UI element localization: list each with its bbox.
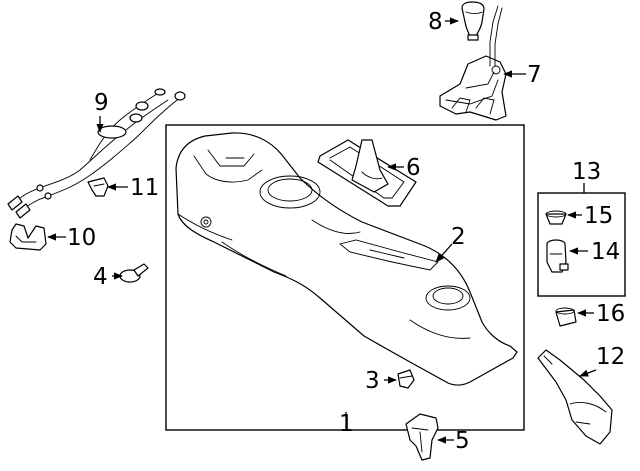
callout-numbers: 1 2 3 4 5 6 7 8 9 10 11 12 13 14 15 16 [67, 9, 625, 454]
callout-11: 11 [130, 175, 159, 201]
callout-6: 6 [406, 155, 421, 181]
shift-boot-part [317, 139, 417, 207]
callout-9: 9 [94, 90, 109, 116]
clip-part [87, 177, 109, 197]
callout-8: 8 [428, 9, 443, 35]
power-outlet-part [546, 239, 569, 273]
shifter-assembly-part [439, 5, 507, 121]
console-assembly-frame [165, 124, 525, 431]
callout-4: 4 [93, 264, 108, 290]
bezel-part [545, 210, 567, 225]
cap-part [555, 307, 577, 327]
callout-12: 12 [596, 344, 625, 370]
callout-10: 10 [67, 225, 96, 251]
callout-16: 16 [596, 301, 625, 327]
leader-lines [47, 17, 597, 444]
callout-13: 13 [572, 159, 601, 185]
console-clip-part [397, 369, 415, 389]
callout-3: 3 [365, 368, 380, 394]
center-console-part [175, 132, 518, 386]
shift-knob-part [461, 1, 485, 41]
push-pin-part [119, 263, 149, 283]
callout-1: 1 [339, 411, 354, 437]
callout-7: 7 [527, 62, 542, 88]
parking-brake-lever-part [537, 349, 613, 445]
callout-2: 2 [451, 224, 466, 250]
shift-cables-part [7, 88, 186, 219]
bracket-part [9, 223, 47, 251]
lower-bracket-part [405, 413, 439, 461]
callout-15: 15 [584, 203, 613, 229]
callout-14: 14 [591, 239, 620, 265]
callout-5: 5 [455, 428, 470, 454]
kit-frame [537, 192, 626, 297]
